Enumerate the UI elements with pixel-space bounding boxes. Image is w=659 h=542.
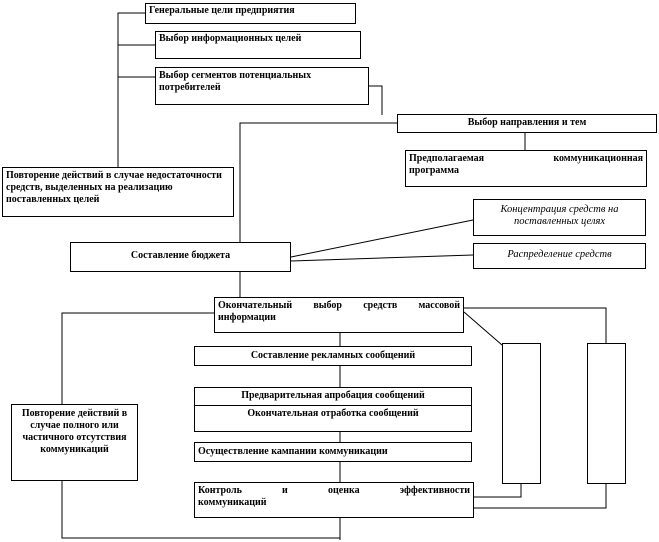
right-empty-box-2: [587, 343, 626, 484]
connector-direction-left-drop: [239, 122, 397, 297]
repeat-absence-label: Повторение действий в случае полного или…: [21, 408, 128, 455]
connector-media-to-right-box-2: [464, 307, 607, 343]
media-choice-label-line2: информации: [218, 312, 276, 323]
connector-repeat-absence-down: [61, 481, 340, 539]
segments-label: Выбор сегментов потенциальных потребител…: [159, 70, 312, 93]
concentration-label: Концентрация средств на поставленных цел…: [500, 204, 619, 227]
direction-box: Выбор направления и тем: [397, 114, 657, 133]
right-empty-box-1: [502, 343, 541, 484]
pre-test-box: Предварительная апробация сообщений: [194, 387, 472, 406]
concentration-box: Концентрация средств на поставленных цел…: [473, 199, 646, 236]
budget-label: Составление бюджета: [130, 250, 231, 261]
program-box: Предполагаемая коммуникационная программ…: [405, 150, 647, 187]
campaign-box: Осуществление кампании коммуникации: [194, 442, 472, 462]
direction-label: Выбор направления и тем: [467, 117, 587, 128]
repeat-funds-box: Повторение действий в случае недостаточн…: [2, 167, 234, 217]
program-label-line1: Предполагаемая коммуникационная: [409, 153, 643, 164]
general-goals-label: Генеральные цели предприятия: [149, 5, 295, 16]
connector-budget-to-concentration: [290, 219, 474, 258]
connector-media-to-repeat-absence: [61, 312, 214, 404]
media-choice-label-line1: Окончательный выбор средств массовой: [218, 300, 460, 311]
distribution-label: Распределение средств: [507, 249, 612, 260]
connector-general-to-repeat: [117, 12, 145, 167]
repeat-absence-box: Повторение действий в случае полного или…: [11, 404, 138, 481]
connector-media-to-right-box-1: [463, 311, 503, 346]
info-goals-box: Выбор информационных целей: [155, 31, 361, 59]
info-goals-label: Выбор информационных целей: [159, 33, 302, 44]
program-label-line2: программа: [409, 165, 459, 176]
control-label-line1: Контроль и оценка эффективности: [198, 485, 470, 496]
final-work-label: Окончательная отработка сообщений: [247, 408, 419, 419]
connector-budget-to-distribution: [290, 254, 474, 262]
distribution-box: Распределение средств: [473, 243, 646, 269]
ad-messages-box: Составление рекламных сообщений: [194, 346, 472, 366]
media-choice-box: Окончательный выбор средств массовой инф…: [214, 297, 464, 333]
budget-box: Составление бюджета: [70, 242, 291, 272]
connector-right-box-1-down: [474, 484, 522, 498]
campaign-label: Осуществление кампании коммуникации: [198, 446, 388, 457]
control-label-line2: коммуникаций: [198, 497, 267, 508]
general-goals-box: Генеральные цели предприятия: [145, 3, 356, 24]
segments-box: Выбор сегментов потенциальных потребител…: [155, 67, 369, 105]
ad-messages-label: Составление рекламных сообщений: [250, 350, 416, 361]
final-work-box: Окончательная отработка сообщений: [194, 405, 472, 432]
repeat-funds-label: Повторение действий в случае недостаточн…: [6, 170, 222, 205]
control-box: Контроль и оценка эффективности коммуник…: [194, 482, 474, 518]
pre-test-label: Предварительная апробация сообщений: [241, 390, 425, 401]
connector-right-box-2-down: [474, 484, 607, 509]
connector-segments-to-direction: [369, 85, 383, 115]
